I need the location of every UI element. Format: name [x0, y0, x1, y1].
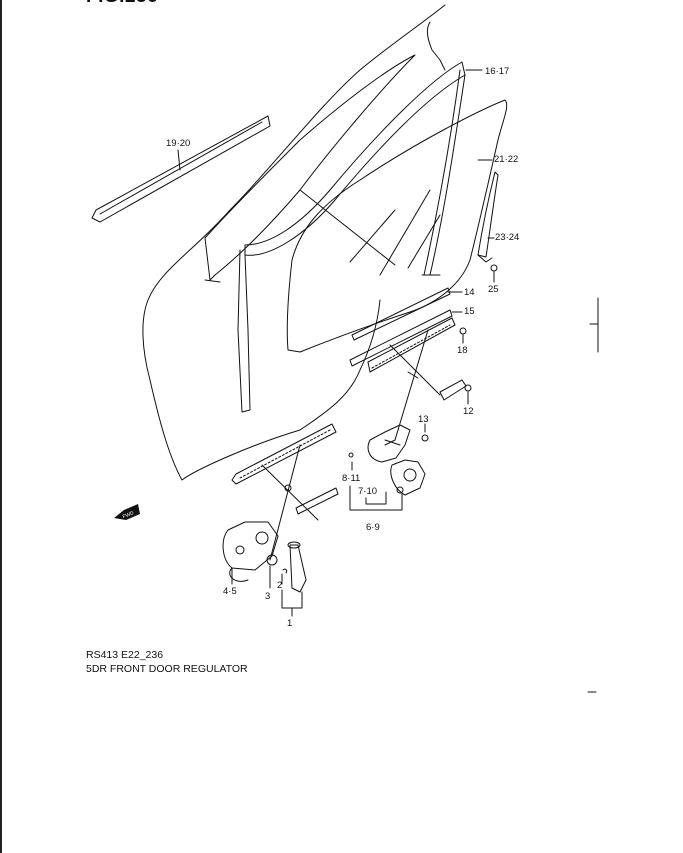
callout-3: 3: [265, 591, 270, 602]
figure-title: FIG.236: [86, 0, 158, 8]
callout-6-9: 6·9: [366, 522, 380, 533]
inner-weatherstrip: [351, 287, 451, 341]
door-shell-inner: [426, 21, 446, 71]
outer-weatherstrip: [91, 115, 271, 223]
bolt-12: [464, 384, 472, 392]
run-channel: [244, 61, 466, 256]
callout-12: 12: [463, 406, 474, 417]
bolt-8-11: [348, 452, 354, 458]
diagram-name: 5DR FRONT DOOR REGULATOR: [86, 663, 248, 675]
spring-washer: [266, 554, 278, 566]
door-shell: [142, 4, 446, 481]
callout-14: 14: [464, 287, 475, 298]
forward-arrow-label: FWD: [122, 510, 135, 520]
callout-16-17: 16·17: [485, 66, 509, 77]
callout-4-5: 4·5: [223, 586, 237, 597]
page-border: [0, 0, 2, 853]
forward-arrow-icon: FWD: [114, 504, 140, 520]
door-glass: [286, 99, 508, 353]
lower-regulator-arm: [269, 444, 301, 561]
callout-21-22: 21·22: [494, 154, 518, 165]
bolt-18: [459, 327, 467, 335]
callout-13: 13: [418, 414, 429, 425]
bolt-13: [421, 434, 429, 442]
regulator-rail: [349, 309, 453, 367]
callout-18: 18: [457, 345, 468, 356]
rear-glass-channel: [477, 171, 499, 258]
diagram-code: RS413 E22_236: [86, 649, 164, 661]
upper-regulator-arm: [384, 329, 429, 446]
door-window-frame: [204, 54, 416, 281]
callout-2: 2: [277, 580, 282, 591]
callout-8-11: 8·11: [342, 473, 360, 484]
callout-23-24: 23·24: [495, 232, 519, 243]
callout-15: 15: [464, 306, 475, 317]
lower-regulator-gearbox: [222, 521, 279, 571]
callout-7-10: 7·10: [358, 486, 377, 497]
window-handle: [289, 544, 307, 593]
callout-19-20: 19·20: [166, 138, 190, 149]
upper-regulator-motor: [367, 424, 411, 463]
bolt-25: [490, 264, 498, 272]
callout-25: 25: [488, 284, 499, 295]
lower-regulator-rail: [231, 423, 337, 485]
callout-1: 1: [287, 618, 292, 629]
